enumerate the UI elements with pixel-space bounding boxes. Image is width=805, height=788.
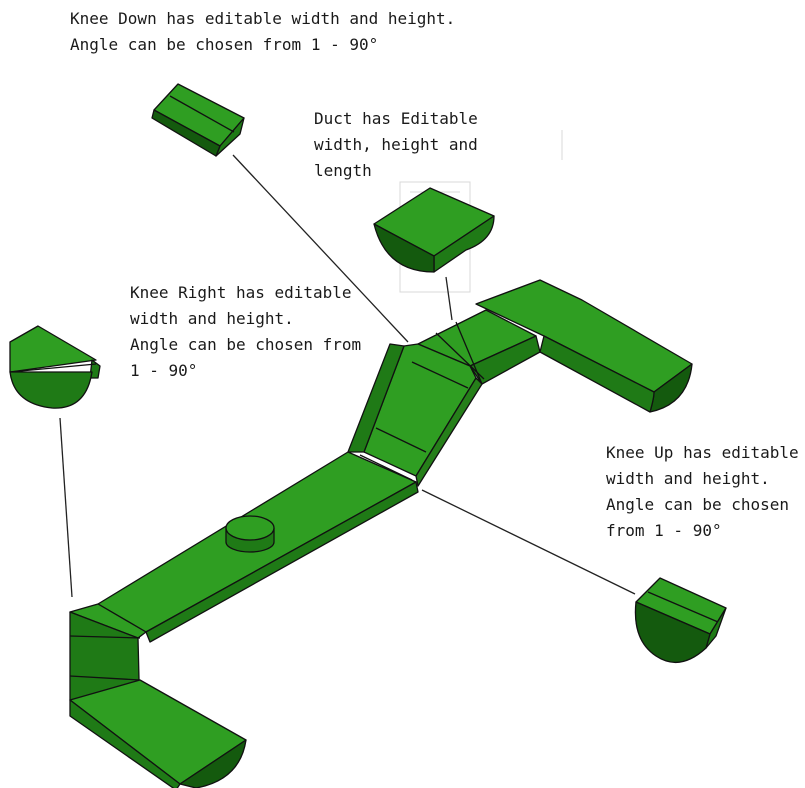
knee-right-note-line: width and height. [130,306,361,332]
knee-down-note: Knee Down has editable width and height.… [70,6,455,58]
knee-right-note-line: Angle can be chosen from [130,332,361,358]
knee-up-piece [635,578,726,662]
duct-note: Duct has Editable width, height and leng… [314,106,478,184]
knee-right-note-line: Knee Right has editable [130,280,361,306]
leader-duct [446,277,452,320]
knee-down-note-line: Knee Down has editable width and height. [70,6,455,32]
knee-right-piece [10,326,100,408]
knee-up-note-line: Angle can be chosen [606,492,799,518]
knee-up-note-line: width and height. [606,466,799,492]
round-tap [226,516,274,552]
knee-up-note: Knee Up has editable width and height. A… [606,440,799,544]
knee-right-note: Knee Right has editable width and height… [130,280,361,384]
duct-note-line: length [314,158,478,184]
knee-up-note-line: from 1 - 90° [606,518,799,544]
duct-note-line: width, height and [314,132,478,158]
knee-up-note-line: Knee Up has editable [606,440,799,466]
duct-note-line: Duct has Editable [314,106,478,132]
knee-down-note-line: Angle can be chosen from 1 - 90° [70,32,455,58]
duct-piece [374,188,494,272]
knee-down-piece [152,84,244,156]
knee-right-note-line: 1 - 90° [130,358,361,384]
leader-knee-up [422,490,635,594]
leader-knee-right [60,418,72,597]
